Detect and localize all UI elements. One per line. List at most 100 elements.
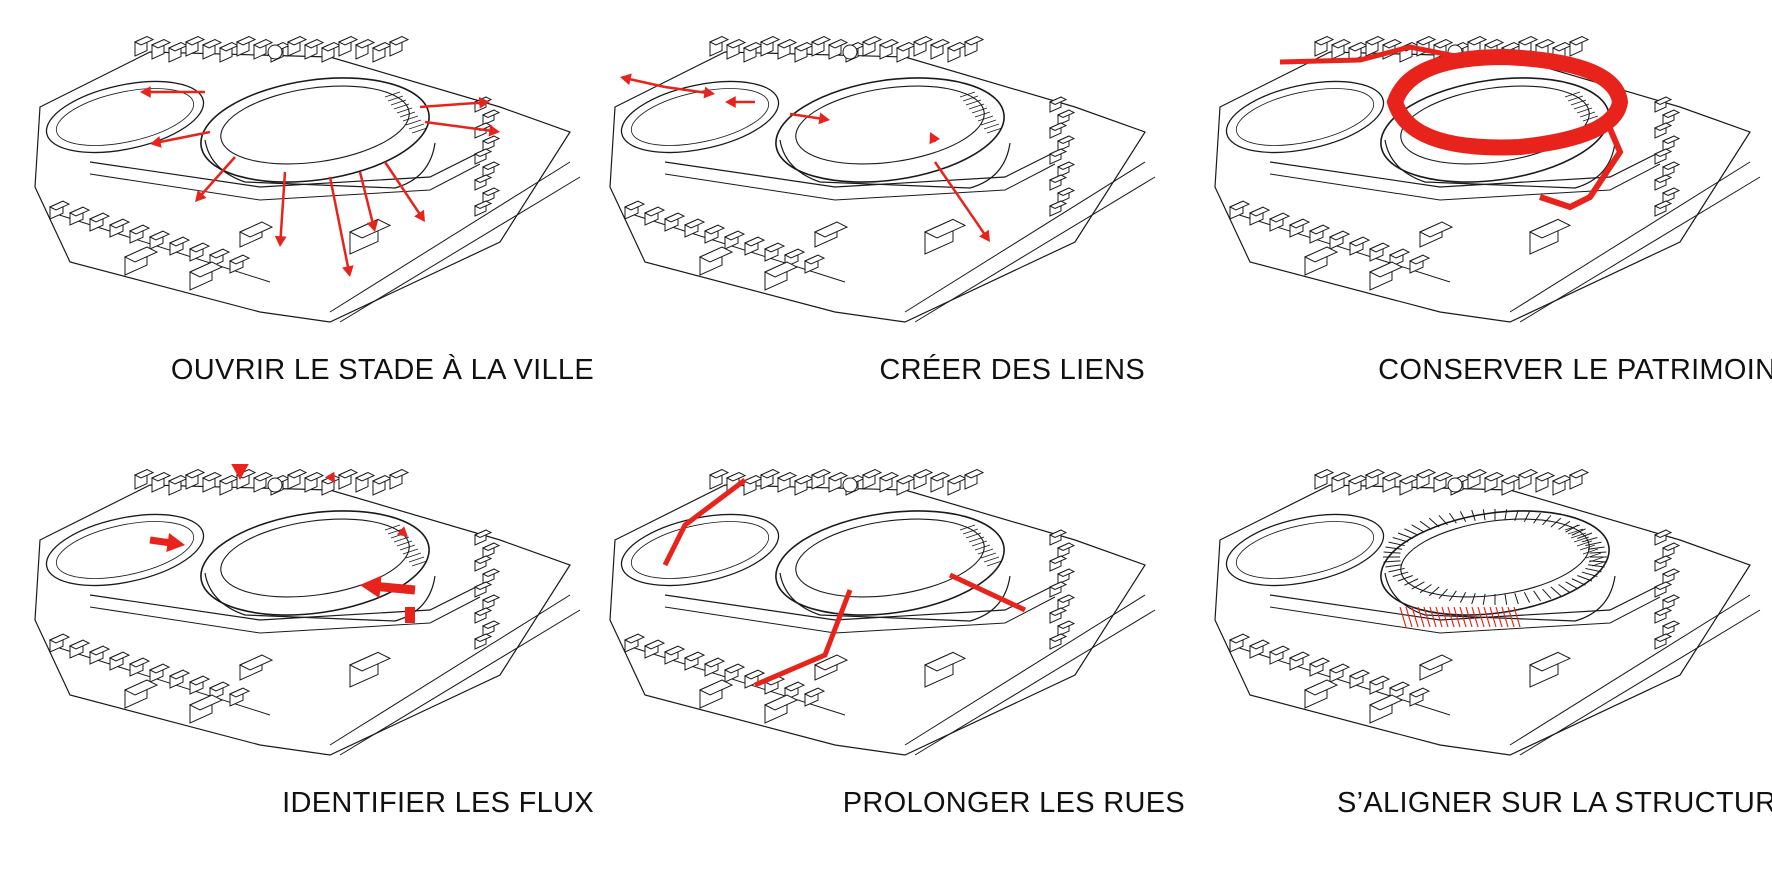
structure-line	[1477, 606, 1485, 628]
panel-identifier: IDENTIFIER LES FLUX	[30, 445, 594, 865]
extended-street	[948, 572, 1027, 613]
arrow-head	[150, 136, 162, 148]
structure-bay	[1388, 567, 1405, 573]
stadium-field	[220, 518, 410, 598]
structure-line	[1447, 606, 1455, 628]
red-arrow	[199, 156, 236, 198]
structure-bay	[1565, 581, 1579, 590]
structure-bay	[1558, 520, 1571, 530]
training-track	[1225, 80, 1385, 154]
structure-bay	[1482, 509, 1486, 521]
structure-bay	[1428, 517, 1440, 528]
site-base	[1214, 35, 1761, 323]
structure-bay	[1581, 571, 1598, 578]
site-diagram	[34, 464, 581, 756]
structure-line	[1507, 606, 1515, 628]
structure-bay	[1542, 515, 1552, 526]
structure-bay	[1589, 560, 1607, 563]
structure-bay	[1419, 520, 1432, 530]
structure-line	[1471, 606, 1479, 628]
red-overlay	[149, 464, 416, 623]
structure-bay	[1419, 584, 1432, 594]
site-diagram	[1214, 468, 1761, 756]
stadium-bowl	[775, 77, 1005, 183]
panel-caption: S’ALIGNER SUR LA STRUCTURE	[1337, 787, 1772, 819]
arrow-head	[231, 464, 249, 480]
training-track	[620, 80, 780, 154]
extended-street	[662, 478, 747, 567]
structure-bay	[1385, 564, 1403, 568]
site-base	[609, 35, 1156, 323]
arrow-head	[366, 220, 379, 232]
stadium-field	[220, 85, 410, 165]
red-arrow	[373, 581, 416, 595]
structure-line	[1423, 606, 1431, 628]
flow-marker	[405, 607, 415, 623]
arrow-head	[396, 526, 408, 537]
red-overlay	[1279, 44, 1629, 211]
structure-line	[1495, 606, 1503, 628]
red-arrow	[157, 130, 211, 144]
structure-line	[1435, 606, 1443, 628]
arrow-head	[620, 73, 632, 86]
structure-bay	[1449, 512, 1457, 524]
structure-line	[1441, 606, 1449, 628]
structure-bay	[1404, 578, 1419, 586]
structure-bay	[1550, 586, 1562, 597]
red-overlay	[1383, 509, 1607, 628]
site-base	[609, 468, 1156, 756]
structure-bay	[1577, 532, 1593, 539]
arrow-head	[725, 96, 736, 108]
structure-bay	[1449, 590, 1457, 602]
panel-ouvrir: OUVRIR LE STADE À LA VILLE	[30, 12, 594, 432]
structure-bay	[1392, 571, 1409, 578]
structure-bay	[1504, 593, 1508, 605]
red-overlay	[662, 478, 1027, 688]
structure-line	[1483, 606, 1491, 628]
rotunda	[267, 44, 283, 60]
site-diagram	[609, 468, 1156, 756]
structure-bay	[1392, 536, 1409, 543]
stadium-field	[795, 518, 985, 598]
rotunda	[1447, 477, 1463, 493]
red-arrow	[627, 77, 666, 89]
red-overlay	[140, 86, 500, 277]
arrow-head	[929, 132, 941, 145]
structure-line	[1465, 606, 1473, 628]
structure-line	[1459, 606, 1467, 628]
red-arrow	[328, 176, 350, 270]
structure-bay	[1585, 541, 1602, 547]
structure-bay	[1514, 593, 1519, 605]
structure-line	[1501, 606, 1509, 628]
structure-bay	[1523, 591, 1531, 603]
rotunda	[842, 44, 858, 60]
panel-caption: CRÉER DES LIENS	[879, 354, 1145, 386]
structure-bay	[1459, 511, 1467, 523]
heritage-wall	[1539, 115, 1624, 211]
red-overlay	[620, 73, 990, 242]
structure-line	[1513, 606, 1521, 628]
structure-line	[1417, 606, 1425, 628]
red-arrow	[424, 120, 493, 133]
structure-bay	[1587, 564, 1605, 568]
structure-bay	[1542, 588, 1552, 599]
structure-bay	[1581, 536, 1598, 543]
rotunda	[267, 477, 283, 493]
panel-conserver: CONSERVER LE PATRIMOINE	[1210, 12, 1772, 432]
structure-bay	[1550, 517, 1562, 528]
panel-caption: IDENTIFIER LES FLUX	[282, 787, 594, 819]
panel-creer: CRÉER DES LIENS	[605, 12, 1165, 432]
structure-bay	[1589, 551, 1607, 554]
structure-bay	[1471, 593, 1476, 605]
panel-caption: CONSERVER LE PATRIMOINE	[1378, 354, 1772, 386]
arrow-head	[325, 471, 335, 483]
structure-bay	[1404, 528, 1419, 536]
site-diagram	[34, 35, 581, 323]
arrow-head	[703, 86, 715, 99]
arrow-head	[414, 209, 425, 222]
red-arrow	[419, 101, 483, 109]
stadium-field	[1400, 85, 1590, 165]
structure-line	[1405, 606, 1413, 628]
stadium-bowl	[200, 77, 430, 183]
structure-bay	[1428, 586, 1440, 597]
